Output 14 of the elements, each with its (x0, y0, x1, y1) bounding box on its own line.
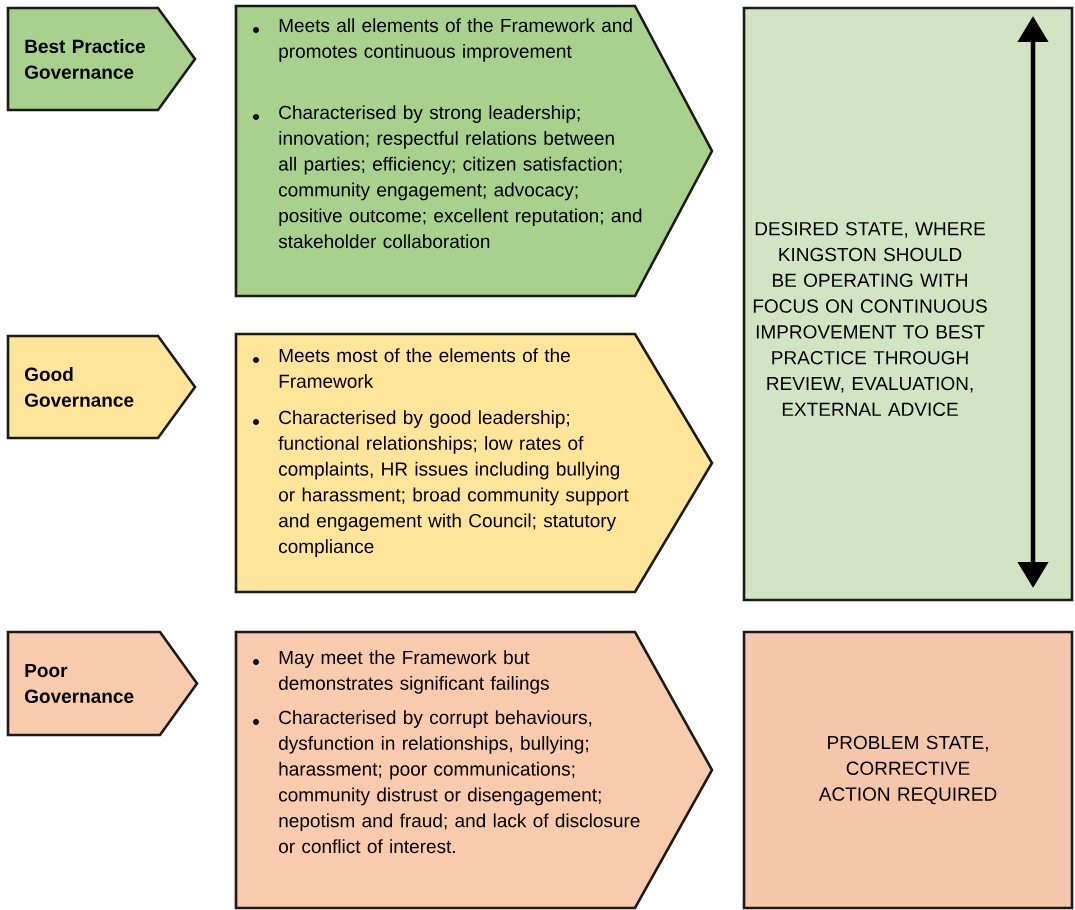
bullet-text: Characterised by strong leadership; innovation; respectful relations between all parties; efficiency; citizen satisfaction; community engagement; advocacy; positive outcome; excellent reputation; and stakeholder collaboration (278, 105, 642, 249)
chevron-box (234, 332, 714, 594)
bullet-text: May meet the Framework but demonstrates significant failings (279, 650, 549, 694)
arrow-label-box: Best Practice Governance (6, 6, 197, 112)
bullet-text: Meets most of the elements of the Framework (279, 348, 570, 388)
bullet-text: Characterised by corrupt behaviours, dysfunction in relationships, bullying; harassment; poor communications; community distrust or disengagement; nepotism and fraud; and lack of disclosure or conflict of interest. (279, 710, 640, 854)
arrow-label-box: Good Governance (6, 334, 197, 440)
bullet-text: Meets all elements of the Framework and promotes continuous improvement (279, 18, 632, 62)
bullet-text: Characterised by good leadership; functional relationships; low rates of complaints, HR issues including bullying or harassment; broad community support and engagement with Council; statutory compliance (278, 410, 629, 557)
chevron-box (234, 630, 714, 910)
state-box: DESIRED STATE, WHERE KINGSTON SHOULD BE OPERATING WITH FOCUS ON CONTINUOUS IMPROVEMENT TO BEST PRACTICE THROUGH REVIEW, EVALUATION, EXTERNAL ADVICE (742, 6, 1074, 602)
state-box: PROBLEM STATE, CORRECTIVE ACTION REQUIRED (742, 630, 1074, 910)
chevron-box (234, 4, 714, 298)
arrow-label-box: Poor Governance (6, 630, 199, 737)
